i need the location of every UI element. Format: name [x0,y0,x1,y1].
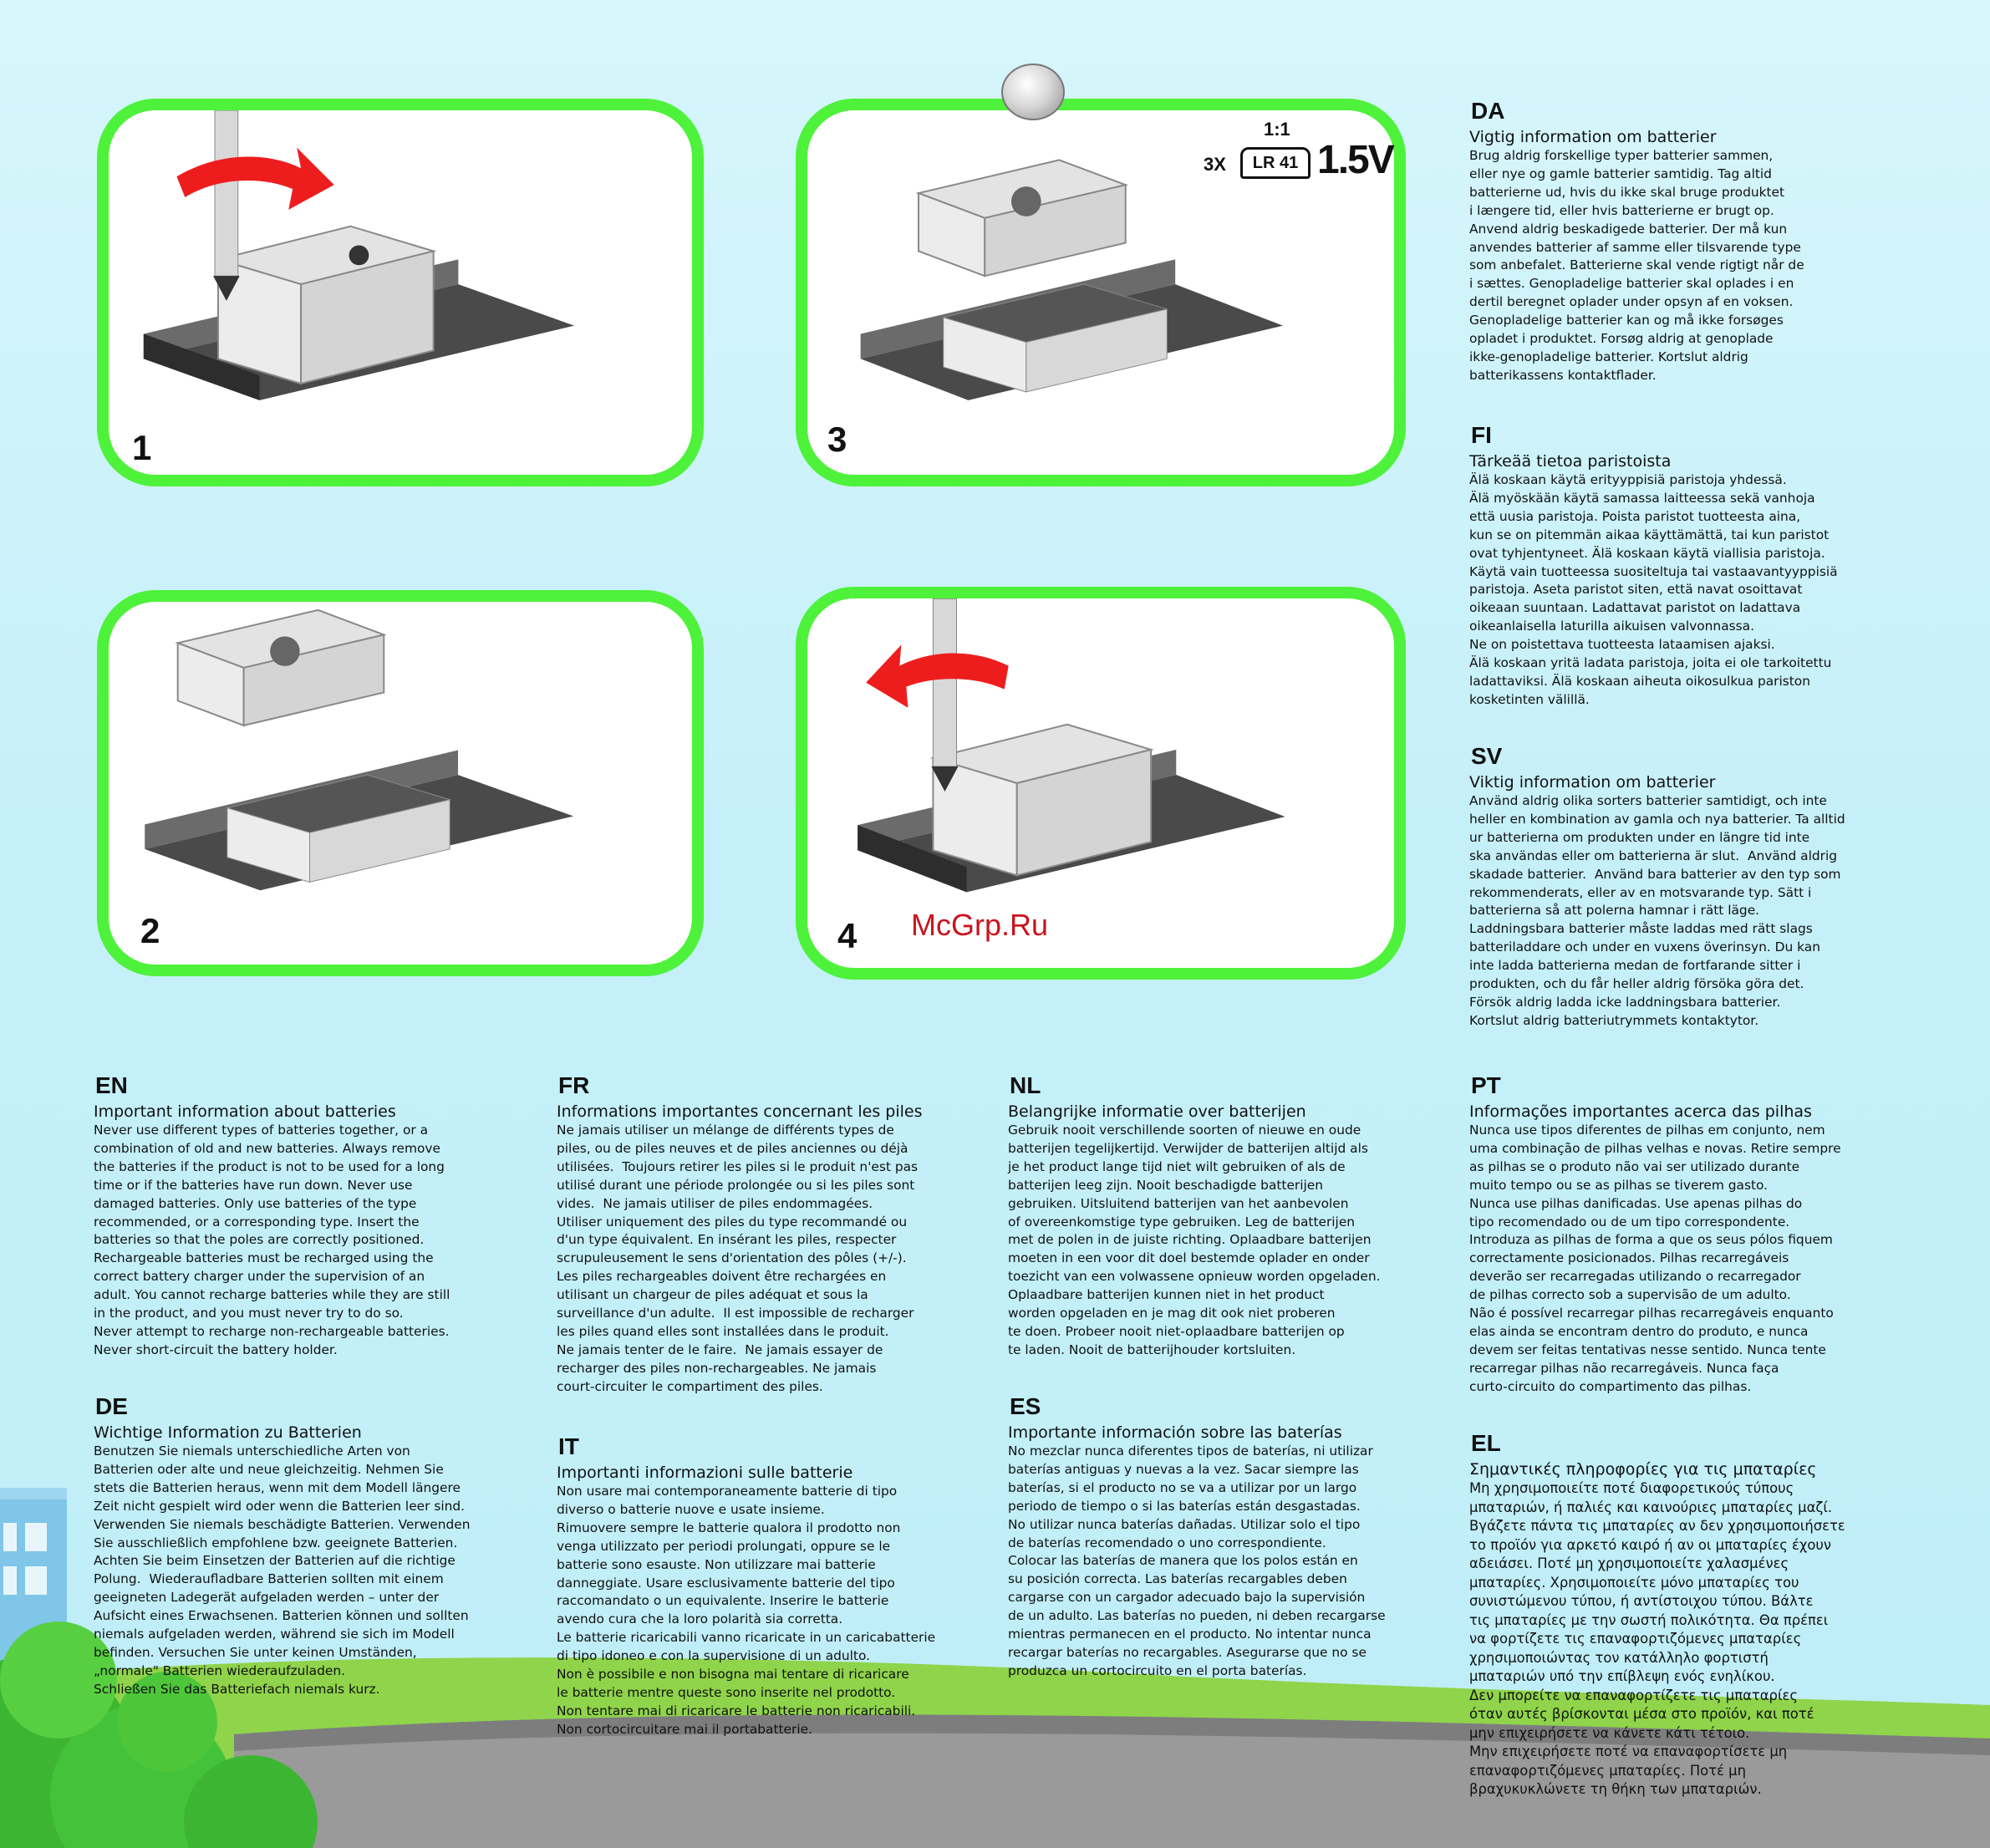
step-4-illustration [858,598,1285,893]
battery-type: LR 41 [1240,147,1311,179]
step-panel-2: 2 [97,590,704,976]
step-3-illustration [860,159,1283,400]
lang-heading: Importante información sobre las batería… [1008,1423,1342,1442]
step-number: 4 [837,916,858,955]
lang-code: PT [1471,1072,1501,1098]
lang-body: Brug aldrig forskellige typer batterier … [1469,148,1804,383]
lang-block-sv: SV Viktig information om batterier Använ… [1469,744,1845,1031]
lang-code: DA [1471,98,1505,124]
lang-code: ES [1010,1393,1041,1419]
lang-heading: Important information about batteries [94,1102,396,1121]
step-panel-1: 1 [97,99,704,486]
road-band [234,1714,1990,1848]
step-1-illustration [143,110,575,400]
lang-heading: Informações importantes acerca das pilha… [1469,1102,1812,1121]
watermark: McGrp.Ru [911,908,1049,942]
lang-body: Gebruik nooit verschillende soorten of n… [1008,1123,1381,1357]
lang-heading: Wichtige Information zu Batterien [94,1423,362,1442]
lang-code: EL [1471,1430,1501,1456]
battery-voltage: 1.5V [1317,138,1395,182]
lang-body: Benutzen Sie niemals unterschiedliche Ar… [94,1443,471,1697]
lang-body: Älä koskaan käytä erityyppisiä paristoja… [1469,472,1838,707]
step-number: 3 [827,420,847,459]
lang-block-da: DA Vigtig information om batterier Brug … [1469,99,1804,385]
lang-block-el: EL Σημαντικές πληροφορίες για τις μπαταρ… [1469,1431,1845,1800]
lang-block-es: ES Importante información sobre las bate… [1008,1394,1386,1681]
coin-battery-icon [1001,64,1065,120]
lang-block-de: DE Wichtige Information zu Batterien Ben… [94,1394,471,1699]
lang-body: Never use different types of batteries t… [94,1123,450,1357]
lang-code: SV [1471,743,1503,769]
lang-block-fi: FI Tärkeää tietoa paristoista Älä koskaa… [1469,423,1838,710]
lang-heading: Importanti informazioni sulle batterie [557,1464,853,1482]
lang-block-en: EN Important information about batteries… [94,1073,450,1360]
bush-illustration [0,1621,318,1848]
lang-code: NL [1010,1072,1041,1098]
lang-heading: Belangrijke informatie over batterijen [1008,1102,1306,1121]
lang-block-fr: FR Informations importantes concernant l… [557,1073,922,1397]
lang-code: IT [558,1433,579,1459]
lang-heading: Σημαντικές πληροφορίες για τις μπαταρίες [1469,1460,1817,1479]
lang-body: Nunca use tipos diferentes de pilhas em … [1469,1123,1841,1394]
step-number: 2 [140,911,160,950]
lang-code: EN [95,1072,128,1098]
battery-quantity: 3X [1204,154,1226,175]
lang-heading: Informations importantes concernant les … [557,1102,923,1121]
lang-block-nl: NL Belangrijke informatie over batterije… [1008,1073,1381,1360]
step-number: 1 [132,428,152,467]
lang-body: Ne jamais utiliser un mélange de différe… [557,1123,919,1394]
road-shadow [234,1714,1990,1755]
lang-block-it: IT Importanti informazioni sulle batteri… [557,1434,935,1739]
lang-body: Använd aldrig olika sorters batterier sa… [1469,793,1845,1028]
lang-code: FI [1471,422,1492,448]
lang-heading: Tärkeää tietoa paristoista [1469,452,1672,471]
step-panel-3: 3 [796,99,1406,486]
step-panel-4: 4 [796,587,1406,980]
lang-body: No mezclar nunca diferentes tipos de bat… [1008,1443,1386,1678]
lang-heading: Vigtig information om batterier [1469,128,1717,146]
lang-body: Non usare mai contemporaneamente batteri… [557,1484,936,1737]
lang-body: Μη χρησιμοποιείτε ποτέ διαφορετικούς τύπ… [1469,1480,1845,1797]
lang-code: FR [558,1072,590,1098]
lang-code: DE [95,1393,128,1419]
step-2-illustration [145,608,574,891]
lang-block-pt: PT Informações importantes acerca das pi… [1469,1073,1841,1397]
lang-heading: Viktig information om batterier [1469,773,1716,792]
battery-spec: 1:1 3X LR 41 1.5V [1195,117,1396,184]
battery-ratio: 1:1 [1264,119,1290,140]
